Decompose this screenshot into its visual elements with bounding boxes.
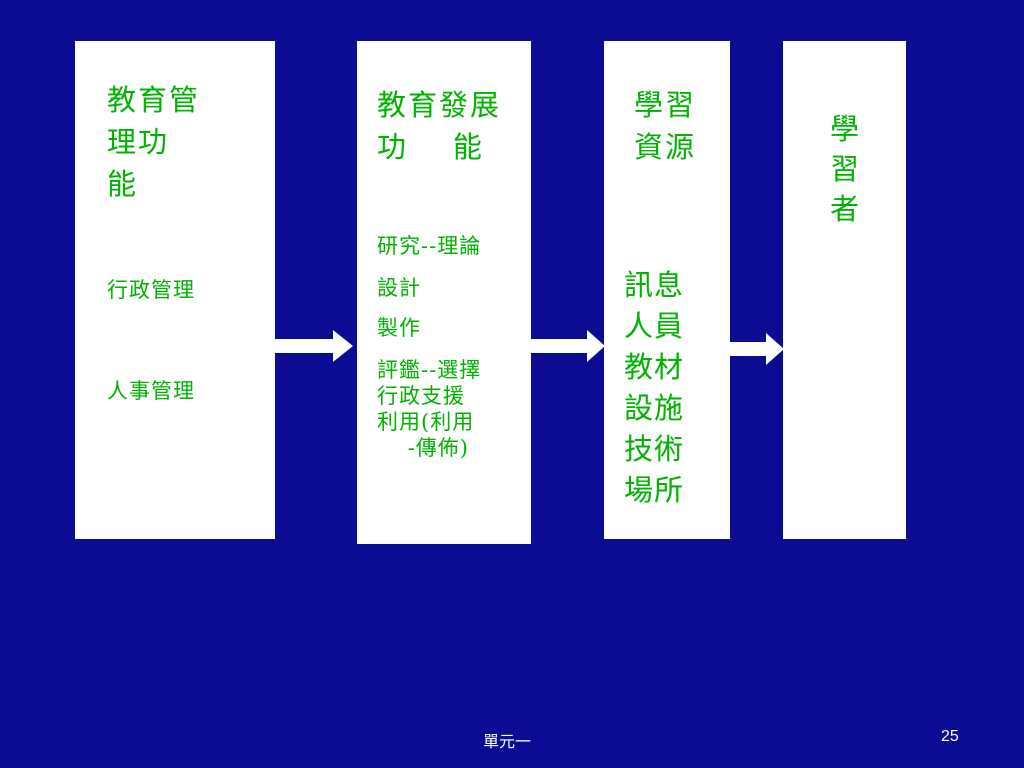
footer-unit-label: 單元一 [483, 734, 532, 751]
development-function-box: 教育發展 功 能 研究--理論 設計 製作 評鑑--選擇 行政支援 利用(利用 … [357, 41, 531, 544]
slide-number: 25 [941, 728, 959, 745]
evaluation-selection-label: 評鑑--選擇 行政支援 利用(利用 -傳佈) [377, 358, 482, 460]
management-function-title: 教育管 理功 能 [107, 83, 201, 201]
development-function-title: 教育發展 功 能 [377, 88, 502, 164]
learning-resources-box: 學習 資源 訊息 人員 教材 設施 技術 場所 [604, 41, 730, 539]
arrow-right-icon [730, 333, 784, 365]
research-theory-label: 研究--理論 [377, 234, 482, 258]
production-label: 製作 [377, 316, 421, 340]
management-function-box: 教育管 理功 能 行政管理 人事管理 [75, 41, 275, 539]
personnel-management-label: 人事管理 [107, 379, 195, 403]
arrow-right-icon [275, 330, 353, 362]
learning-resources-title: 學習 資源 [634, 88, 697, 164]
learner-box: 學 習 者 [783, 41, 906, 539]
arrow-right-icon [531, 330, 605, 362]
learner-title: 學 習 者 [830, 112, 862, 226]
resource-list: 訊息 人員 教材 設施 技術 場所 [624, 268, 685, 507]
design-label: 設計 [377, 276, 421, 300]
administration-management-label: 行政管理 [107, 278, 195, 302]
